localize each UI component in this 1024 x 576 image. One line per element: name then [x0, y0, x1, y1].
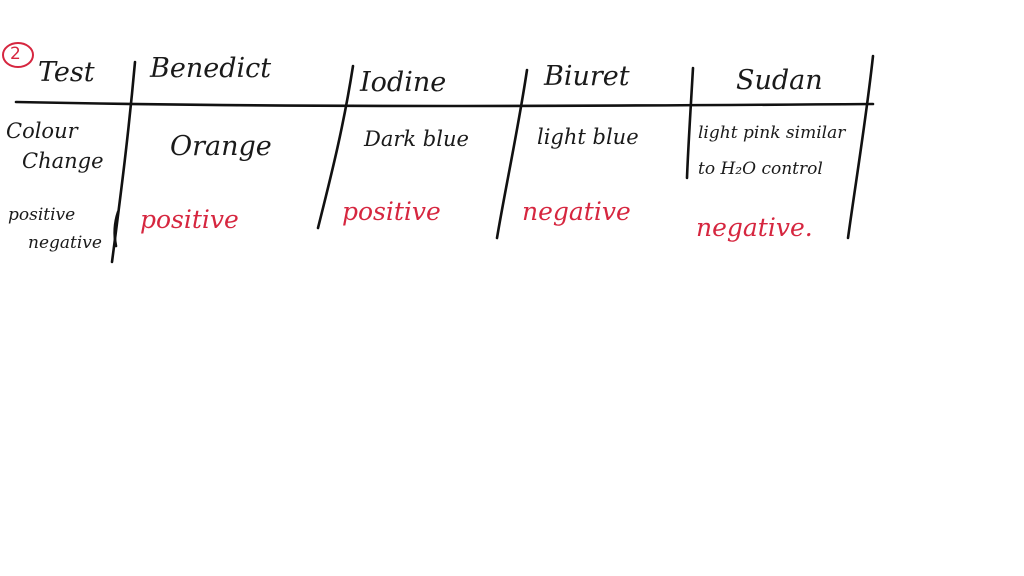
column-divider-3	[495, 68, 529, 240]
header-sudan: Sudan	[736, 65, 823, 96]
row-colour-change-label-line1: Colour	[6, 119, 78, 143]
cell-biuret-colour: light blue	[537, 125, 639, 149]
header-iodine: Iodine	[360, 67, 447, 98]
question-number-circle	[2, 42, 34, 68]
cell-biuret-result: negative	[522, 197, 631, 226]
cell-iodine-result: positive	[342, 197, 441, 226]
cell-sudan-result: negative.	[696, 213, 813, 242]
row-label-bracket	[113, 210, 120, 248]
cell-iodine-colour: Dark blue	[364, 127, 469, 151]
cell-sudan-colour-line1: light pink similar	[698, 123, 846, 143]
row-result-label-line2: negative	[28, 233, 102, 253]
cell-benedict-result: positive	[140, 205, 239, 234]
cell-sudan-colour-line2: to H₂O control	[698, 159, 823, 179]
header-biuret: Biuret	[544, 61, 630, 92]
column-divider-4	[685, 66, 695, 180]
row-colour-change-label-line2: Change	[22, 149, 104, 173]
column-divider-2	[316, 64, 355, 230]
header-benedict: Benedict	[150, 53, 272, 84]
question-number: 2	[10, 44, 21, 64]
header-test-label: Test	[38, 57, 95, 88]
row-result-label-line1: positive	[8, 205, 76, 225]
column-divider-5	[846, 54, 875, 240]
header-divider-line	[14, 100, 875, 108]
cell-benedict-colour: Orange	[170, 131, 272, 162]
